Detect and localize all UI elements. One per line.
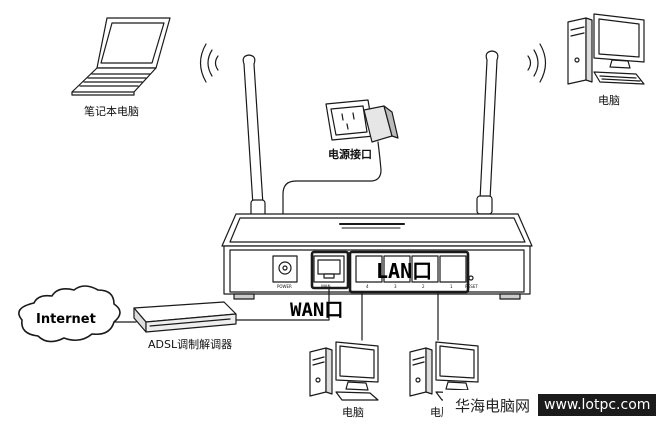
laptop-icon	[71, 17, 171, 96]
port-label-lan-3: 3	[394, 284, 397, 289]
desktop-top-icon	[567, 13, 645, 85]
watermark-url: www.lotpc.com	[538, 394, 657, 416]
wifi-signal-left-icon	[199, 43, 219, 83]
watermark-site-name: 华海电脑网	[455, 396, 531, 415]
port-label-power: POWER	[277, 284, 292, 289]
port-label-lan-1: 1	[450, 284, 453, 289]
wan-port-label: WAN口	[290, 299, 344, 321]
site-watermark: 华海电脑网 www.lotpc.com	[443, 390, 664, 420]
port-label-reset: RESET	[465, 284, 478, 289]
power-socket-label: 电源接口	[328, 148, 372, 161]
desktop-top-label: 电脑	[598, 94, 620, 107]
desktop-bottom-left-label: 电脑	[342, 406, 364, 419]
router-body	[221, 213, 533, 300]
power-adapter-icon	[363, 105, 399, 171]
lan-port-highlight	[348, 250, 470, 294]
laptop-label: 笔记本电脑	[84, 105, 139, 118]
antenna-right	[476, 50, 499, 215]
wifi-signal-right-icon	[527, 43, 547, 83]
port-label-lan-4: 4	[366, 284, 369, 289]
wan-port-highlight	[310, 250, 350, 290]
antenna-left	[242, 54, 266, 219]
adsl-modem-label: ADSL调制解调器	[148, 338, 233, 351]
internet-cloud-label: Internet	[36, 312, 96, 327]
lan-port-label: LAN口	[376, 259, 433, 283]
port-label-wan: WAN	[321, 284, 330, 289]
port-label-lan-2: 2	[422, 284, 425, 289]
power-socket-icon	[325, 99, 375, 141]
adsl-modem-icon	[133, 301, 237, 333]
desktop-bottom-left-icon	[309, 341, 379, 401]
